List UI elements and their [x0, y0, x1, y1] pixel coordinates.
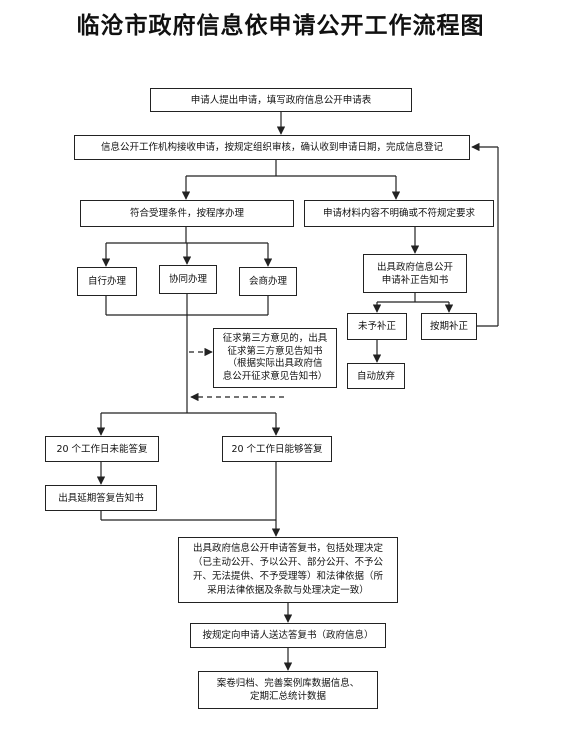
step-meets-acceptance: 符合受理条件，按程序办理	[80, 200, 294, 227]
step-not-corrected: 未予补正	[347, 313, 407, 340]
step-consultation-handling: 会商办理	[239, 267, 297, 296]
step-receive-application: 信息公开工作机构接收申请，按规定组织审核，确认收到申请日期，完成信息登记	[74, 135, 470, 160]
step-deliver-reply: 按规定向申请人送达答复书（政府信息）	[190, 623, 386, 648]
step-extension-notice: 出具延期答复告知书	[45, 485, 157, 511]
step-issue-reply-letter: 出具政府信息公开申请答复书，包括处理决定 （已主动公开、予以公开、部分公开、不予…	[178, 537, 398, 603]
step-corrected-on-time: 按期补正	[421, 313, 477, 340]
page-title: 临沧市政府信息依申请公开工作流程图	[76, 12, 485, 39]
step-unable-reply-20-days: 20 个工作日未能答复	[45, 436, 159, 462]
step-archive-records: 案卷归档、完善案例库数据信息、 定期汇总统计数据	[198, 671, 378, 709]
step-coordinated-handling: 协同办理	[159, 265, 217, 294]
step-able-reply-20-days: 20 个工作日能够答复	[222, 436, 332, 462]
step-correction-notice: 出具政府信息公开 申请补正告知书	[363, 254, 467, 293]
step-submit-application: 申请人提出申请，填写政府信息公开申请表	[150, 88, 412, 112]
step-third-party-opinion: 征求第三方意见的，出具 征求第三方意见告知书 （根据实际出具政府信 息公开征求意…	[213, 328, 337, 388]
step-auto-abandon: 自动放弃	[347, 363, 405, 389]
step-materials-unclear: 申请材料内容不明确或不符规定要求	[304, 200, 494, 227]
step-self-handling: 自行办理	[77, 267, 137, 296]
